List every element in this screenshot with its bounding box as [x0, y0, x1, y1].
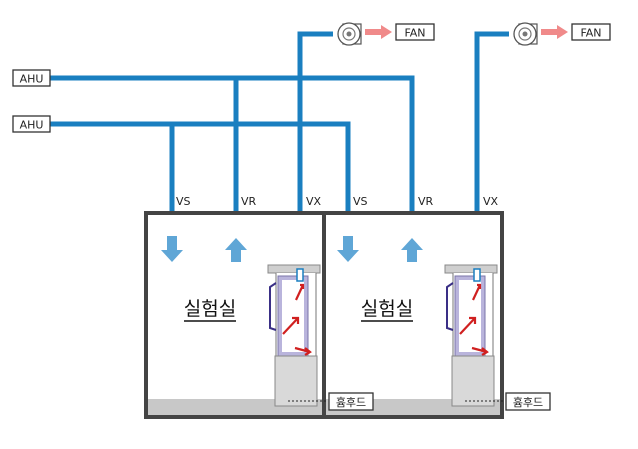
fan-1: FAN [337, 22, 435, 46]
arrow-up-icon [401, 238, 423, 262]
room1-vx-duct [297, 31, 333, 268]
fan-1-text: FAN [404, 27, 425, 40]
fume-hood-1: 흄후드 [267, 264, 374, 411]
fume-hood-2: 흄후드 [444, 264, 551, 411]
hood-1-cabinet [274, 355, 318, 407]
ahu-1-text: AHU [20, 73, 44, 86]
room2-vx-label: VX [483, 195, 499, 208]
centrifugal-fan-icon [513, 22, 538, 46]
arrow-down-icon [337, 236, 359, 262]
centrifugal-fan-icon [337, 22, 362, 46]
fan-2-text: FAN [580, 27, 601, 40]
ahu-2-duct [50, 121, 351, 240]
room2-vs-label: VS [353, 195, 368, 208]
hood-2-text: 흄후드 [513, 395, 543, 409]
ahu-1-label: AHU [12, 69, 51, 87]
fan-2: FAN [513, 22, 611, 46]
airflow-arrows [161, 236, 423, 262]
room1-vs-label: VS [176, 195, 191, 208]
hood-1-airflow [282, 283, 312, 356]
ahu-2-label: AHU [12, 115, 51, 133]
hood-1-text: 흄후드 [336, 395, 366, 409]
room2-vx-duct [474, 31, 509, 268]
arrow-right-icon [541, 25, 568, 39]
room-1-name: 실험실 [184, 298, 236, 320]
ahu-2-text: AHU [20, 119, 44, 132]
duct-labels: VS VR VX VS VR VX [176, 195, 499, 208]
room1-vr-label: VR [241, 195, 257, 208]
duct-network [50, 31, 509, 268]
arrow-right-icon [365, 25, 392, 39]
arrow-up-icon [225, 238, 247, 262]
room-2-name: 실험실 [361, 298, 413, 320]
arrow-down-icon [161, 236, 183, 262]
room1-vx-label: VX [306, 195, 322, 208]
room2-vr-label: VR [418, 195, 434, 208]
hood-2-cabinet [451, 355, 495, 407]
hood-2-airflow [459, 283, 489, 356]
ahu-1-duct [50, 75, 415, 240]
